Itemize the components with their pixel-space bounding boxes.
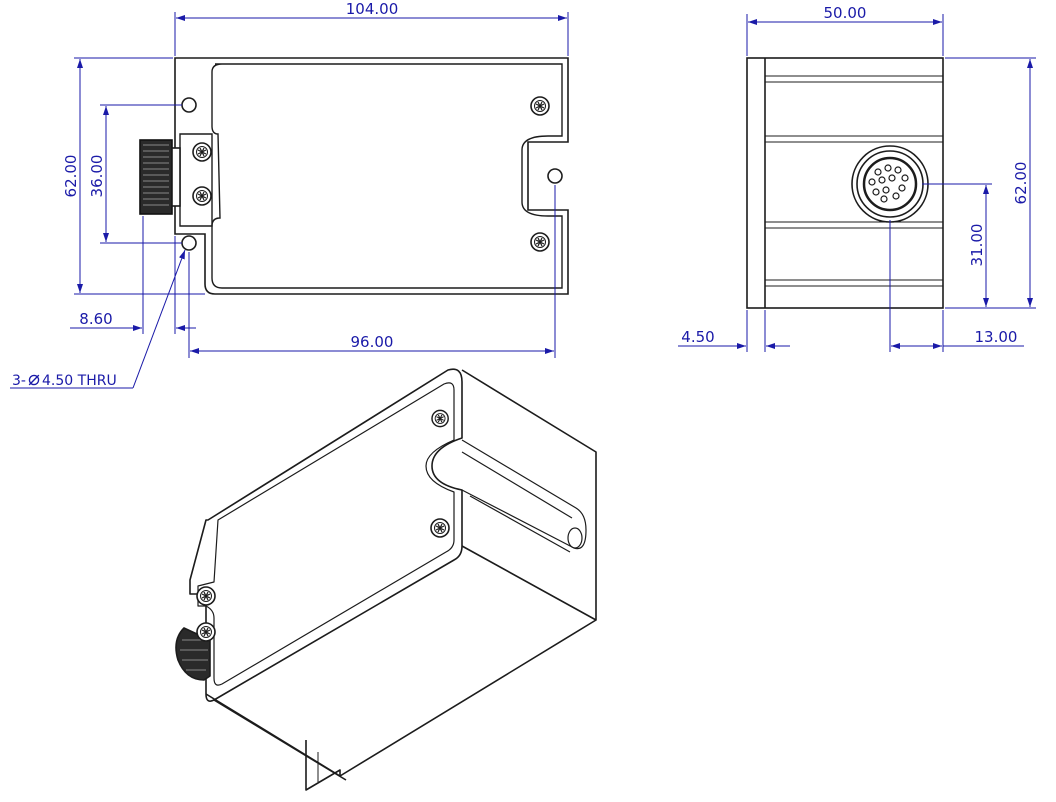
mount-hole bbox=[547, 168, 563, 184]
top-view-dimensions bbox=[10, 12, 569, 389]
dim-top-hole-spacing: 36.00 bbox=[88, 155, 106, 198]
iso-channel bbox=[461, 439, 587, 553]
top-view-connector bbox=[139, 139, 181, 215]
side-view bbox=[746, 57, 944, 309]
side-view-dimensions bbox=[678, 14, 1036, 352]
top-view-cover-outline bbox=[211, 63, 563, 289]
hole-callout: 3-⌀4.50 THRU bbox=[12, 366, 117, 390]
iso-screws bbox=[196, 409, 450, 642]
iso-top-face bbox=[189, 368, 463, 702]
iso-front-face bbox=[205, 619, 597, 777]
dim-top-overall-height: 62.00 bbox=[62, 155, 80, 198]
screw-icon bbox=[530, 96, 550, 116]
screw-icon bbox=[196, 586, 216, 606]
screw-icon bbox=[192, 142, 212, 162]
screw-icon bbox=[196, 622, 216, 642]
iso-flange bbox=[305, 740, 341, 791]
dim-side-overall-width: 50.00 bbox=[824, 4, 867, 22]
dim-side-connector-offset: 13.00 bbox=[975, 328, 1018, 346]
mount-hole bbox=[181, 97, 197, 113]
top-view bbox=[139, 57, 569, 295]
hole-callout-text: 4.50 THRU bbox=[42, 373, 117, 389]
iso-cover-plate bbox=[197, 382, 455, 686]
diameter-icon: ⌀ bbox=[28, 366, 40, 390]
dim-top-overall-width: 104.00 bbox=[346, 0, 399, 18]
dim-top-hole-horizontal: 96.00 bbox=[351, 333, 394, 351]
connector-icon bbox=[175, 627, 211, 681]
screw-icon bbox=[530, 232, 550, 252]
hole-callout-prefix: 3- bbox=[12, 373, 26, 389]
side-view-body bbox=[746, 57, 944, 309]
screw-icon bbox=[431, 409, 449, 428]
mount-hole bbox=[181, 235, 197, 251]
dim-side-connector-height: 31.00 bbox=[968, 224, 986, 267]
screw-icon bbox=[192, 186, 212, 206]
side-view-connector bbox=[851, 145, 929, 223]
screw-icon bbox=[430, 518, 450, 538]
top-view-screws bbox=[192, 96, 550, 252]
dim-side-flange-thickness: 4.50 bbox=[681, 328, 714, 346]
iso-right-face bbox=[461, 369, 597, 621]
top-view-body-outline bbox=[174, 57, 569, 295]
dim-side-overall-height: 62.00 bbox=[1012, 162, 1030, 205]
dim-top-connector-offset: 8.60 bbox=[79, 310, 112, 328]
isometric-view bbox=[175, 368, 597, 791]
